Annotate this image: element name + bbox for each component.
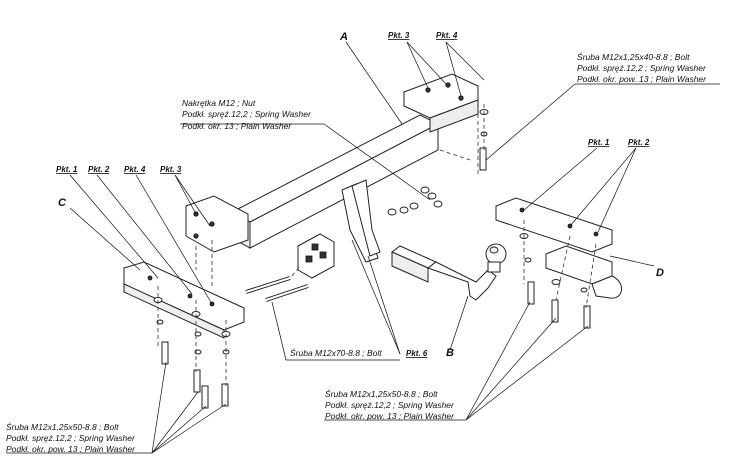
label-d: D: [656, 267, 664, 279]
callout-top-right-line: Śruba M12x1,25x40-8.8 ; Bolt: [577, 51, 690, 62]
callout-bottom-left: Śruba M12x1,25x50-8.8 ; Bolt Podkł. sprę…: [6, 421, 136, 454]
callout-bottom-left-line: Śruba M12x1,25x50-8.8 ; Bolt: [6, 421, 119, 432]
label-c: C: [58, 197, 67, 209]
leader-lines: [6, 41, 720, 454]
pkt-1-right: Pkt. 1: [588, 138, 610, 147]
callout-bottom-center: Śruba M12x1,25x50-8.8 ; Bolt Podkł. sprę…: [325, 388, 455, 421]
side-bracket-c: [123, 261, 245, 339]
pkt-1-left: Pkt. 1: [56, 165, 78, 174]
left-hardware: [153, 297, 231, 409]
bolts-m12x70: [245, 276, 309, 302]
pkt-3-left: Pkt. 3: [160, 165, 182, 174]
pkt-4-left: Pkt. 4: [124, 165, 146, 174]
callout-bottom-left-line: Podkł. spręż.12,2 ; Spring Washer: [6, 433, 136, 443]
callout-top-right-line: Podkł. spręż.12,2 ; Spring Washer: [577, 63, 707, 73]
right-hardware: [519, 233, 591, 329]
ball-mount-bracket: [341, 179, 381, 263]
center-hardware: [387, 186, 443, 216]
callout-nut: Nakrętka M12 ; Nut Podkł. spręż.12,2 ; S…: [182, 98, 312, 131]
side-bracket-d: [545, 245, 622, 299]
alignment-lines: [157, 100, 597, 386]
callout-nut-line: Podkł. okr. 13 ; Plain Washer: [182, 121, 292, 131]
crossbar-a: [185, 73, 479, 253]
callout-bottom-left-line: Podkł. okr. pow. 13 ; Plain Washer: [6, 444, 136, 454]
label-b: B: [446, 347, 454, 359]
callout-nut-line: Podkł. spręż.12,2 ; Spring Washer: [182, 109, 312, 119]
callout-top-right-line: Podkł. okr. pow. 13 ; Plain Washer: [577, 74, 707, 84]
callout-bottom-center-line: Śruba M12x1,25x50-8.8 ; Bolt: [325, 388, 438, 399]
pkt-2-right: Pkt. 2: [628, 138, 650, 147]
callout-bolt-m12x70: Śruba M12x70-8.8 ; Bolt: [290, 347, 382, 358]
side-bracket-right: [495, 197, 613, 253]
callout-bottom-center-line: Podkł. spręż.12,2 ; Spring Washer: [325, 400, 455, 410]
label-a: A: [339, 31, 348, 43]
callout-bottom-center-line: Podkł. okr. pow. 13 ; Plain Washer: [325, 411, 455, 421]
callout-nut-line: Nakrętka M12 ; Nut: [182, 98, 256, 108]
socket-plate: [297, 233, 335, 279]
callout-top-right: Śruba M12x1,25x40-8.8 ; Bolt Podkł. sprę…: [577, 51, 707, 84]
pkt-2-left: Pkt. 2: [88, 165, 110, 174]
pkt-6: Pkt. 6: [406, 349, 428, 358]
pkt-4-top: Pkt. 4: [436, 31, 458, 40]
pkt-3-top: Pkt. 3: [388, 31, 410, 40]
tow-ball-arm-b: [391, 243, 507, 301]
